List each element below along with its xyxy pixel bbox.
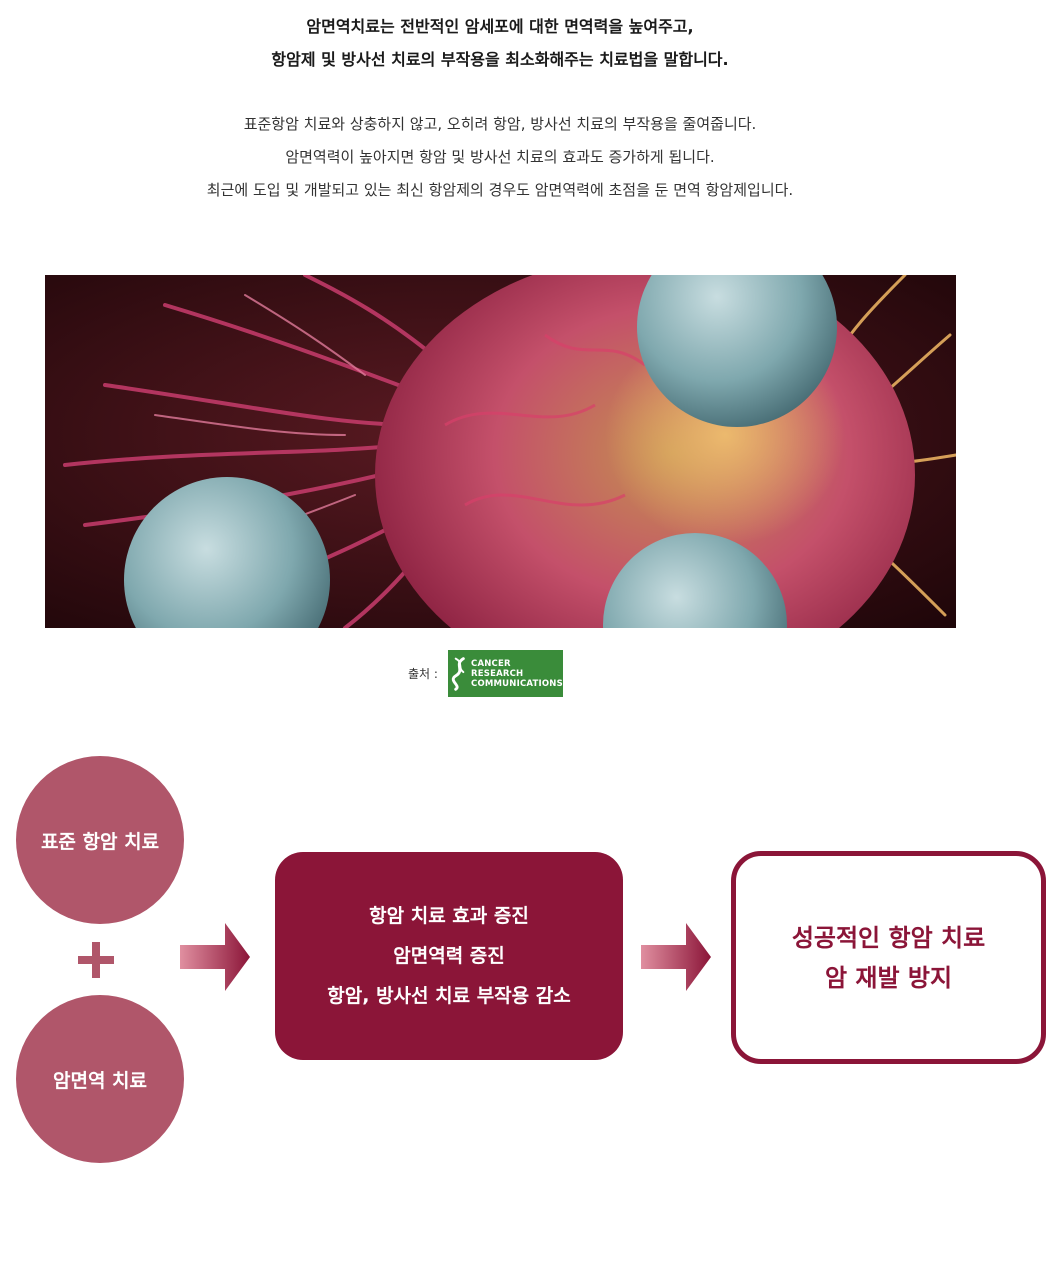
intro-line: 표준항암 치료와 상충하지 않고, 오히려 항암, 방사선 치료의 부작용을 줄… — [243, 115, 757, 133]
intro-text: 암면역치료는 전반적인 암세포에 대한 면역력을 높여주고, 항암제 및 방사선… — [0, 10, 1000, 207]
image-source: 출처 : CANCER RESEARCH COMMUNICATIONS — [408, 650, 563, 697]
logo-line: CANCER — [471, 658, 511, 669]
arrow-right-icon — [641, 923, 711, 991]
standard-treatment-circle: 표준 항암 치료 — [16, 756, 184, 924]
result-item: 암 재발 방지 — [824, 963, 953, 992]
plus-icon — [78, 942, 114, 978]
standard-treatment-label: 표준 항암 치료 — [40, 830, 160, 853]
logo-line: RESEARCH — [471, 668, 524, 679]
cancer-research-communications-logo: CANCER RESEARCH COMMUNICATIONS — [447, 650, 563, 697]
result-item: 성공적인 항암 치료 — [791, 923, 986, 952]
arrow-right-icon — [180, 923, 250, 991]
effect-item: 항암, 방사선 치료 부작용 감소 — [327, 985, 571, 1007]
immune-treatment-label: 암면역 치료 — [52, 1069, 147, 1092]
cancer-cell-image — [45, 275, 956, 628]
intro-bold-line: 암면역치료는 전반적인 암세포에 대한 면역력을 높여주고, — [306, 17, 694, 36]
treatment-effects-box: 항암 치료 효과 증진 암면역력 증진 항암, 방사선 치료 부작용 감소 — [275, 852, 623, 1060]
effect-item: 암면역력 증진 — [393, 945, 505, 967]
intro-line: 암면역력이 높아지면 항암 및 방사선 치료의 효과도 증가하게 됩니다. — [285, 148, 715, 166]
logo-line: COMMUNICATIONS — [471, 678, 563, 689]
dna-helix-icon — [451, 657, 465, 691]
intro-bold-line: 항암제 및 방사선 치료의 부작용을 최소화해주는 치료법을 말합니다. — [271, 50, 729, 69]
immune-treatment-circle: 암면역 치료 — [16, 995, 184, 1163]
intro-line: 최근에 도입 및 개발되고 있는 최신 항암제의 경우도 암면역력에 초점을 둔… — [206, 181, 794, 199]
effect-item: 항암 치료 효과 증진 — [369, 905, 529, 927]
source-label: 출처 : — [408, 667, 438, 681]
result-box: 성공적인 항암 치료 암 재발 방지 — [731, 851, 1046, 1064]
